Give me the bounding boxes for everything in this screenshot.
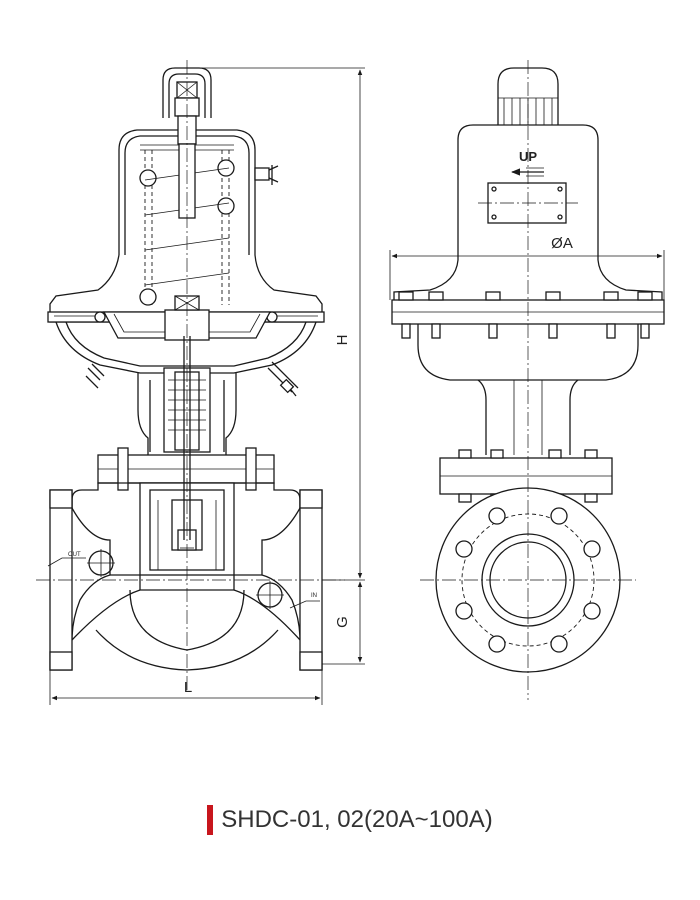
side-view: UP [391,60,665,700]
length-dimension-label: L [184,679,192,696]
height-dimension-label: H [334,335,351,346]
inlet-label: IN [311,593,317,599]
caption-accent-bar [207,805,214,835]
valve-technical-drawing: OUT IN H G L UP [36,60,665,705]
diameter-dimension [389,250,665,300]
outlet-label: OUT [68,552,81,558]
flange-bolts [398,291,653,339]
body-flange-bolt-holes [455,507,601,653]
center-height-dimension-label: G [334,616,351,628]
dimension-lines [49,67,365,705]
model-caption: SHDC-01, 02(20A~100A) [0,805,700,835]
diameter-dimension-label: ØA [551,235,573,252]
model-title: SHDC-01, 02(20A~100A) [221,806,493,833]
section-view: OUT IN [36,60,345,690]
